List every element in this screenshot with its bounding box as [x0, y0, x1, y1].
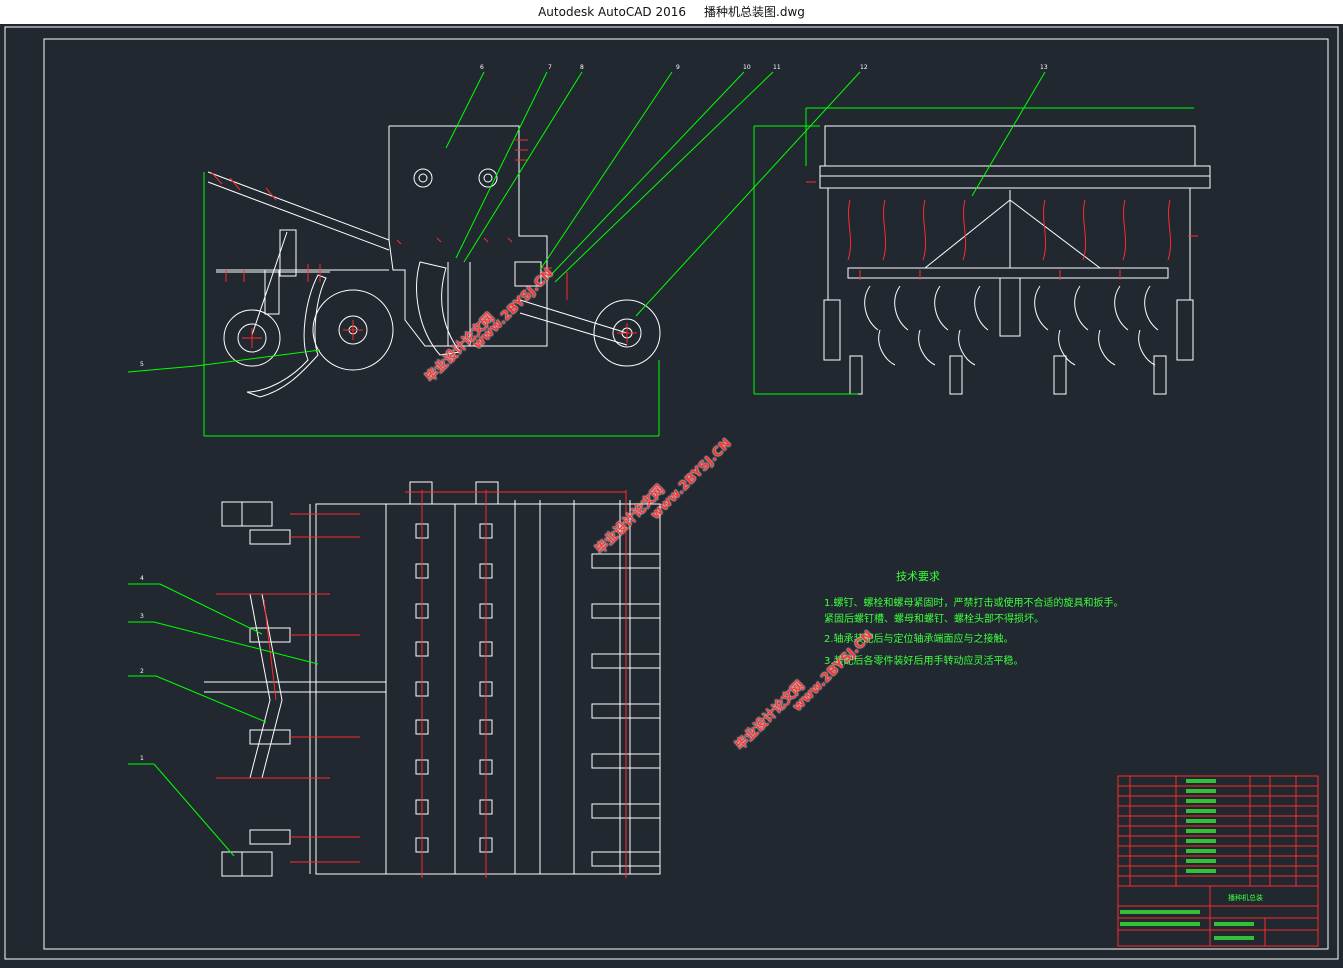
part-label: 4 [140, 575, 144, 582]
app-name: Autodesk AutoCAD 2016 [538, 5, 687, 19]
tech-requirements-line: 3.装配后各零件装好后用手转动应灵活平稳。 [824, 656, 1024, 667]
side-view [207, 125, 661, 398]
part-label: 3 [140, 613, 144, 620]
plan-view-leaders [128, 583, 319, 857]
part-label: 12 [860, 64, 868, 71]
plan-view-cells [409, 481, 661, 867]
side-view-dimensions [127, 71, 861, 437]
tech-requirements-line: 1.螺钉、螺栓和螺母紧固时，严禁打击或使用不合适的旋具和扳手。 [824, 598, 1124, 609]
drawing-canvas[interactable]: 6 7 8 9 10 11 12 13 5 [0, 24, 1343, 964]
title-block-drawing-name: 播种机总装 [1228, 893, 1263, 902]
part-label: 9 [676, 64, 680, 71]
tech-requirements-title: 技术要求 [896, 570, 940, 583]
title-block [1117, 775, 1319, 947]
plan-view-labels: 4 3 2 1 [140, 575, 144, 762]
inner-frame [43, 38, 1329, 950]
rear-view-centerlines [806, 181, 1198, 280]
part-label: 2 [140, 668, 144, 675]
window-title-bar: Autodesk AutoCAD 2016 播种机总装图.dwg [0, 0, 1343, 24]
tech-requirements-line: 紧固后螺钉槽、螺母和螺钉、螺栓头部不得损坏。 [824, 614, 1044, 625]
file-name: 播种机总装图.dwg [704, 5, 805, 19]
side-view-centerlines [210, 139, 637, 348]
part-label: 7 [548, 64, 552, 71]
part-label: 13 [1040, 64, 1048, 71]
part-label: 8 [580, 64, 584, 71]
part-label: 11 [773, 64, 781, 71]
side-view-labels: 6 7 8 9 10 11 12 13 5 [140, 64, 1048, 368]
part-label: 1 [140, 755, 144, 762]
part-label: 5 [140, 361, 144, 368]
outer-frame [4, 26, 1339, 960]
part-label: 10 [743, 64, 751, 71]
tech-requirements-line: 2.轴承装配后与定位轴承端面应与之接触。 [824, 634, 1014, 645]
title-block-fill [1120, 779, 1254, 940]
rear-view-dimensions [753, 71, 1194, 395]
plan-view-centerlines [216, 490, 627, 878]
rear-view [819, 125, 1211, 395]
drawing-svg: 6 7 8 9 10 11 12 13 5 [4, 26, 1339, 960]
part-label: 6 [480, 64, 484, 71]
